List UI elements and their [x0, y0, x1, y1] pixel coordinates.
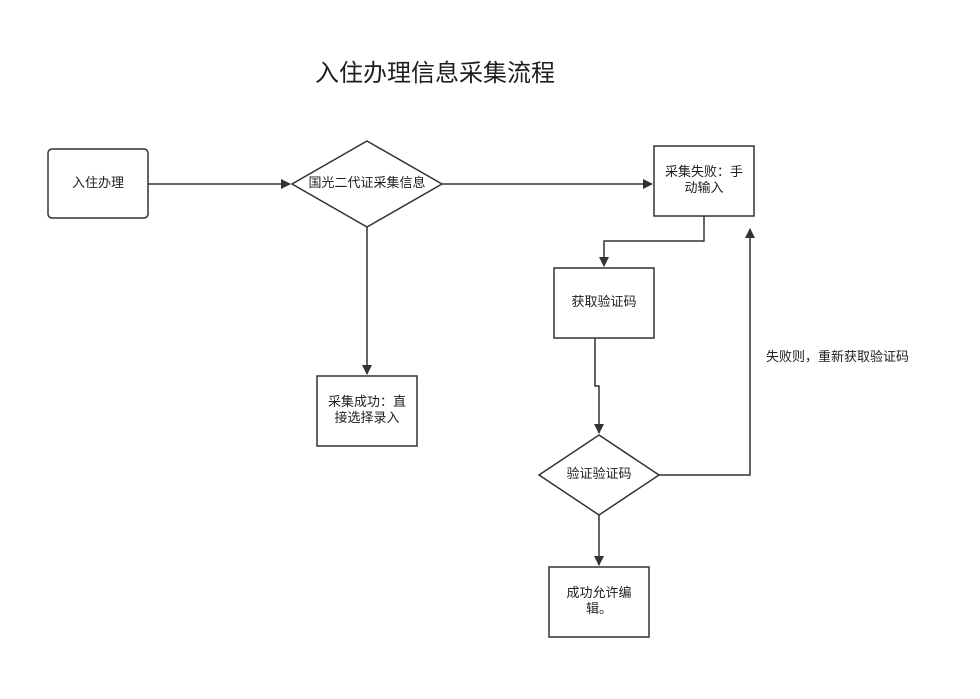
node-collect-fail-shape	[653, 145, 755, 217]
node-get-code-shape	[553, 267, 655, 339]
edge-verify-fail-retry	[659, 228, 755, 476]
edge-fail-to-get-code	[599, 216, 705, 267]
node-collect-success-label: 采集成功：直接选择录入	[327, 395, 406, 426]
node-checkin-label: 入住办理	[71, 175, 124, 191]
node-id-collect-label: 国光二代证采集信息	[308, 176, 426, 191]
diagram-title: 入住办理信息采集流程	[315, 59, 555, 87]
edge-get-code-to-verify	[594, 338, 604, 434]
node-edit-allowed-label: 成功允许编辑。	[566, 586, 632, 617]
node-get-code-label: 获取验证码	[571, 295, 637, 310]
edge-fail-retry-label: 失败则，重新获取验证码	[766, 350, 910, 365]
node-edit-allowed-shape	[548, 566, 650, 638]
node-collect-fail-label: 采集失败：手动输入	[664, 165, 743, 196]
node-verify-code-label: 验证验证码	[566, 467, 632, 482]
node-collect-success-shape	[316, 375, 418, 447]
